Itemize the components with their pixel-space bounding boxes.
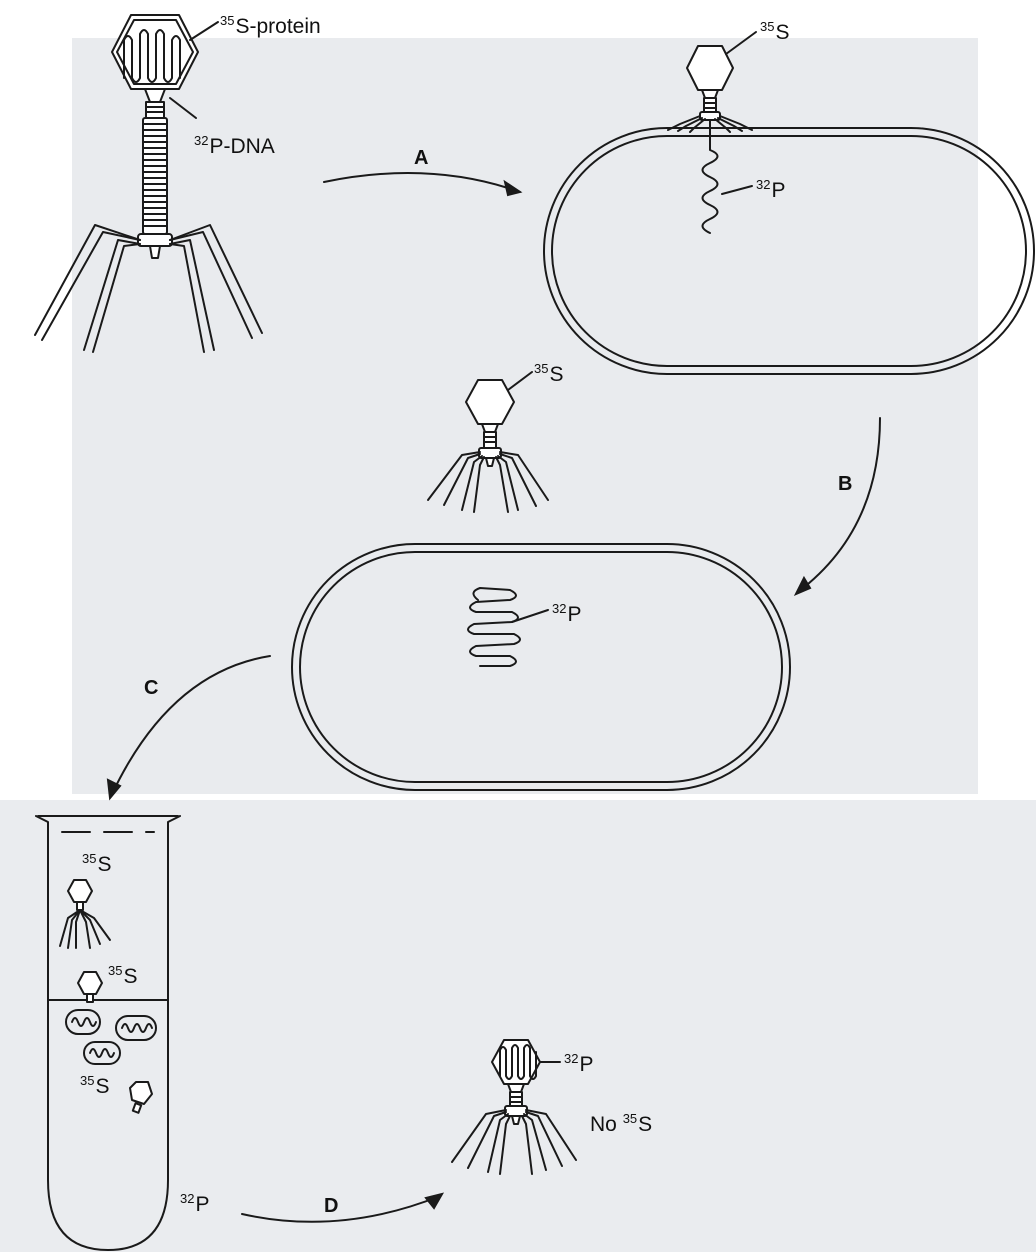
label-cell-b-p: 32P (552, 602, 581, 625)
label-tube-p: 32P (180, 1192, 209, 1215)
label-tube-s2: 35S (108, 964, 137, 987)
step-a-label: A (414, 148, 428, 168)
step-c-label: C (144, 678, 158, 698)
label-cell-a-s: 35S (760, 20, 789, 43)
label-protein: 35S-protein (220, 14, 321, 37)
label-progeny-p: 32P (564, 1052, 593, 1075)
label-tube-s1: 35S (82, 852, 111, 875)
label-cell-a-p: 32P (756, 178, 785, 201)
label-dna: 32P-DNA (194, 134, 275, 157)
step-b-label: B (838, 474, 852, 494)
label-progeny-no-s: No 35S (590, 1112, 652, 1135)
label-tube-s3: 35S (80, 1074, 109, 1097)
step-d-label: D (324, 1196, 338, 1216)
label-ghost-s: 35S (534, 362, 563, 385)
